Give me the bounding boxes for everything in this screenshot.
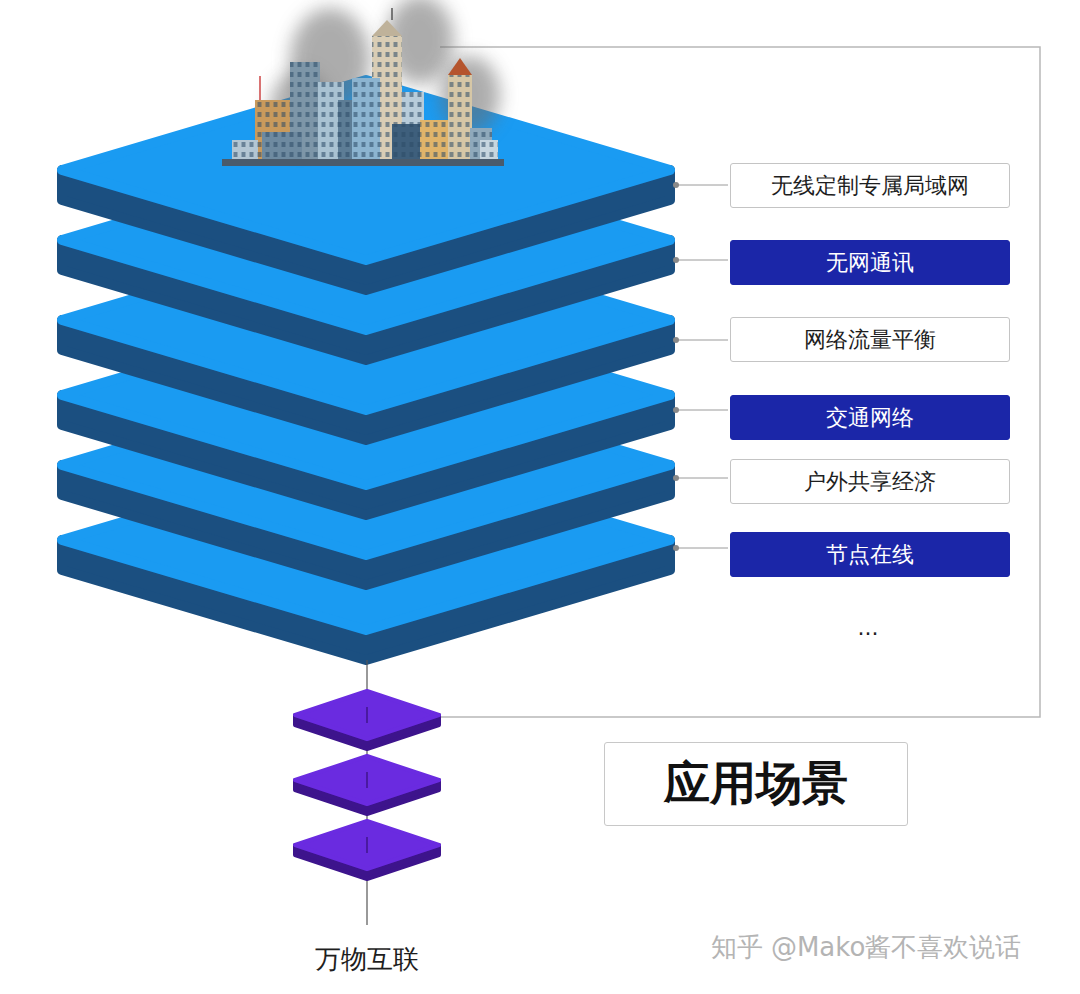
slab-top xyxy=(295,756,439,804)
leader-line xyxy=(676,260,728,261)
scenario-box: 网络流量平衡 xyxy=(730,317,1010,362)
leader-dot xyxy=(673,407,679,413)
leader-line xyxy=(676,340,728,341)
scenario-box-dark: 节点在线 xyxy=(730,532,1010,577)
building xyxy=(352,78,380,160)
building-windows xyxy=(392,124,420,160)
building xyxy=(448,75,472,160)
leader-line xyxy=(676,410,728,411)
building xyxy=(420,120,450,160)
antenna xyxy=(259,76,261,100)
stem-line xyxy=(367,707,368,723)
building xyxy=(232,140,258,160)
scenario-box-dark: 交通网络 xyxy=(730,395,1010,440)
leader-dot xyxy=(673,257,679,263)
building-windows xyxy=(232,140,258,160)
ellipsis: ... xyxy=(858,615,879,640)
building xyxy=(480,140,498,160)
city-base xyxy=(222,159,504,166)
roof xyxy=(372,20,402,36)
leader-line xyxy=(676,478,728,479)
box-label: 网络流量平衡 xyxy=(804,325,936,355)
building xyxy=(392,124,420,160)
bottom-label: 万物互联 xyxy=(315,942,419,977)
leader-dot xyxy=(673,545,679,551)
roof xyxy=(448,58,472,75)
layer-stack xyxy=(62,80,670,660)
building-windows xyxy=(480,140,498,160)
box-label: 无网通讯 xyxy=(826,248,914,278)
purple-slab xyxy=(295,821,439,879)
stem-line xyxy=(367,837,368,853)
antenna xyxy=(391,8,393,20)
leader-dot xyxy=(673,337,679,343)
watermark: 知乎 @Mako酱不喜欢说话 xyxy=(711,930,1022,965)
leader-line xyxy=(676,185,728,186)
leader-dot xyxy=(673,182,679,188)
building-windows xyxy=(262,132,302,160)
leader-line xyxy=(676,548,728,549)
city-illustration xyxy=(222,0,504,166)
slab-top xyxy=(295,821,439,869)
purple-stack xyxy=(295,660,439,925)
building-windows xyxy=(352,78,380,160)
scenario-box: 户外共享经济 xyxy=(730,459,1010,504)
building xyxy=(262,132,302,160)
box-label: 节点在线 xyxy=(826,540,914,570)
building-windows xyxy=(420,120,450,160)
scenario-box: 无线定制专属局域网 xyxy=(730,163,1010,208)
scenario-box-dark: 无网通讯 xyxy=(730,240,1010,285)
title-box: 应用场景 xyxy=(604,742,908,826)
purple-slab xyxy=(295,756,439,814)
slab-top xyxy=(295,691,439,739)
building-windows xyxy=(448,75,472,160)
box-label: 应用场景 xyxy=(664,753,848,815)
leader-lines xyxy=(673,182,728,551)
box-label: 无线定制专属局域网 xyxy=(771,171,969,201)
box-label: 户外共享经济 xyxy=(804,467,936,497)
box-label: 交通网络 xyxy=(826,403,914,433)
leader-dot xyxy=(673,475,679,481)
purple-slab xyxy=(295,691,439,749)
stem-line xyxy=(367,772,368,788)
